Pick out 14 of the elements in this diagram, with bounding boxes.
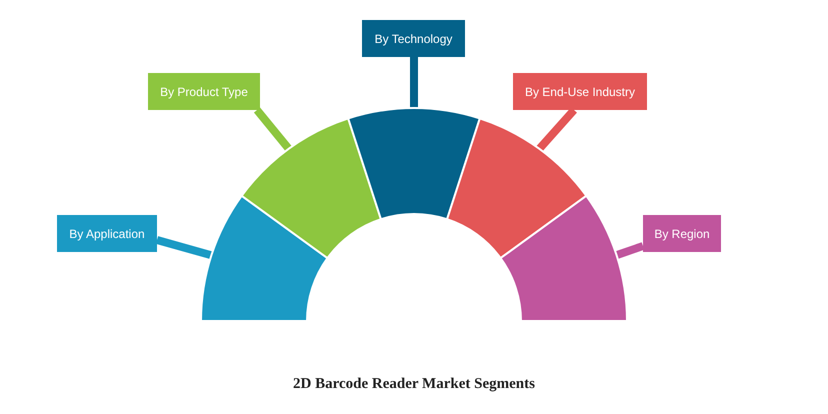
chart-title: 2D Barcode Reader Market Segments bbox=[292, 376, 536, 393]
connector-line bbox=[410, 57, 418, 110]
segment-label: By Region bbox=[643, 215, 721, 252]
connector-line bbox=[156, 236, 214, 260]
connector-line bbox=[254, 107, 294, 153]
segment-label: By End-Use Industry bbox=[513, 73, 647, 110]
segment-label: By Technology bbox=[362, 20, 465, 57]
segment-label: By Product Type bbox=[148, 73, 260, 110]
donut-segment bbox=[240, 117, 382, 260]
donut-segment bbox=[500, 194, 628, 322]
segment-label: By Application bbox=[57, 215, 157, 252]
donut-segment bbox=[200, 194, 328, 322]
donut-segment bbox=[347, 107, 481, 220]
donut-segment bbox=[446, 117, 588, 260]
